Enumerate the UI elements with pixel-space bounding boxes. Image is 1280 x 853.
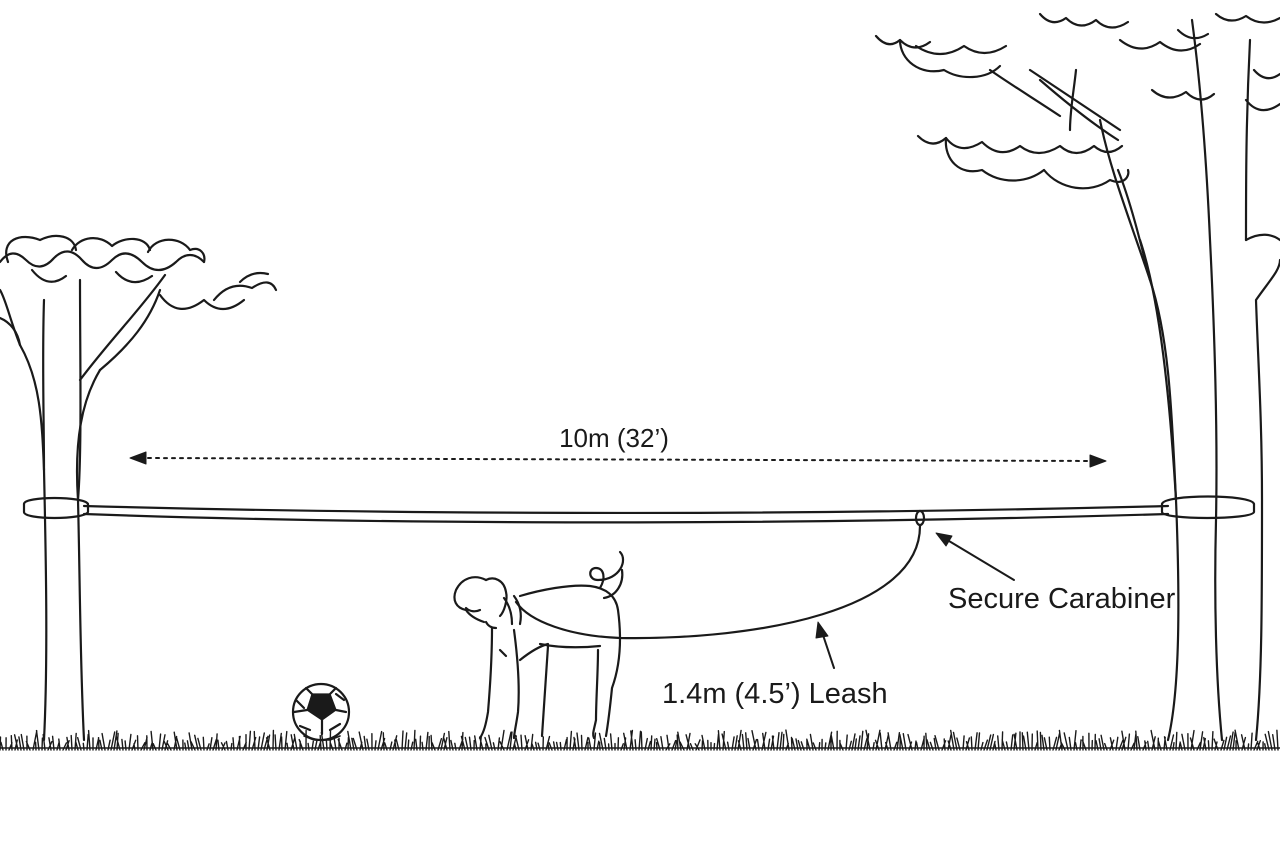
right-tree-icon xyxy=(874,12,1280,742)
dog-icon xyxy=(453,550,625,740)
leash-label: 1.4m (4.5’) Leash xyxy=(662,678,888,710)
span-label: 10m (32’) xyxy=(559,423,669,453)
tieout-cable xyxy=(22,495,1256,524)
carabiner-callout-arrow xyxy=(935,532,1015,581)
carabiner-label: Secure Carabiner xyxy=(948,583,1176,615)
leash-callout-arrow xyxy=(815,621,835,669)
grass-icon xyxy=(0,729,1280,751)
carabiner-icon xyxy=(914,509,926,527)
soccer-ball-icon xyxy=(291,682,351,742)
grass-blades xyxy=(0,729,1280,751)
span-dimension-arrow xyxy=(129,451,1107,468)
leash-line xyxy=(514,524,922,640)
left-tree-icon xyxy=(0,234,278,742)
